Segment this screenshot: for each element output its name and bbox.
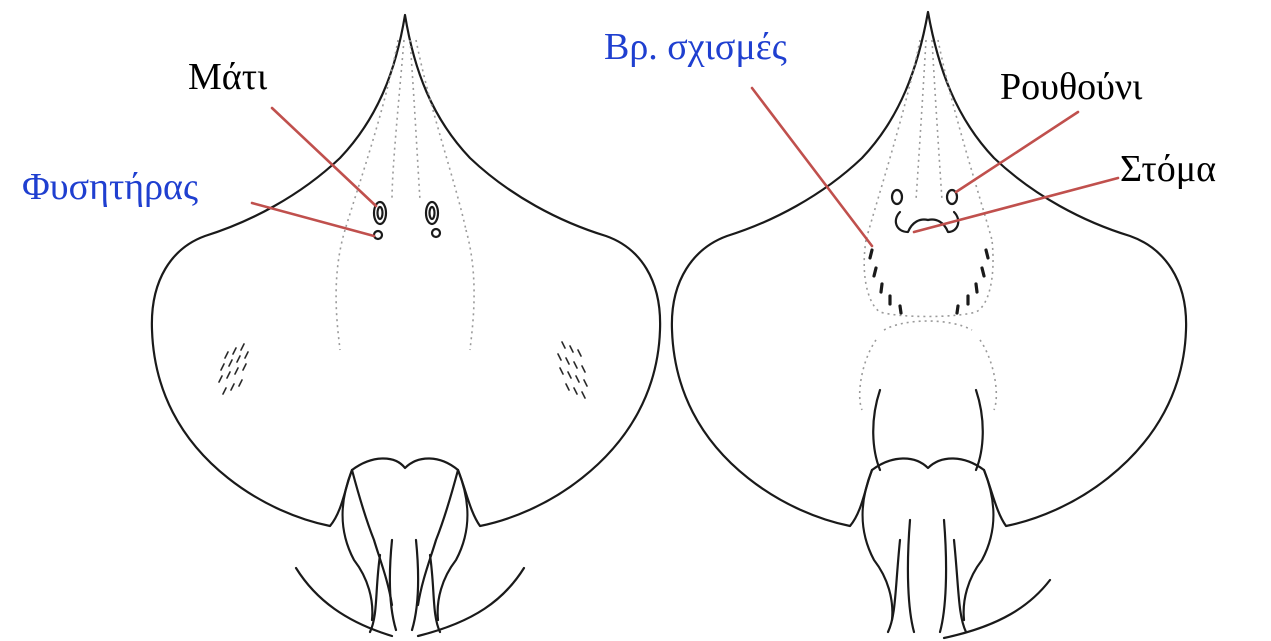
label-spiracle: Φυσητήρας: [22, 168, 198, 206]
left-ray-tail: [370, 540, 440, 632]
left-ray-eye-right-inner: [430, 207, 435, 219]
label-nostril: Ρουθούνι: [1000, 68, 1142, 106]
right-ray-right-pelvic-fin: [964, 470, 994, 620]
left-ray-thorn-patch-right: [558, 342, 587, 398]
spiracle-pointer-line: [252, 203, 374, 236]
left-ray-dotted-lines: [336, 40, 474, 350]
right-ray-left-pelvic-fin: [863, 470, 893, 620]
right-ray-nostril-left: [892, 190, 902, 204]
left-ray-spiracle-left: [374, 231, 382, 239]
mouth-pointer-line: [914, 178, 1118, 232]
label-mouth: Στόμα: [1120, 150, 1216, 188]
label-gill-slits: Βρ. σχισμές: [604, 28, 787, 66]
right-ray-dotted-lines: [860, 40, 997, 410]
right-ray-abdomen: [873, 390, 983, 470]
left-ray-spiracle-right: [432, 229, 440, 237]
eye-pointer-line: [272, 108, 376, 206]
left-ray-trailing-filament: [296, 568, 524, 636]
gill-slits-pointer-line: [752, 88, 872, 246]
nostril-pointer-line: [956, 112, 1078, 192]
left-ray-left-pelvic-fin: [343, 470, 393, 620]
right-ray-tail: [888, 520, 966, 632]
left-ray-dorsal-view: [152, 15, 660, 636]
left-ray-eye-left-inner: [378, 207, 383, 219]
right-ray-gill-slits: [870, 250, 988, 313]
label-eye: Μάτι: [188, 58, 267, 96]
left-ray-eye-right: [426, 202, 438, 224]
left-ray-thorn-patch-left: [219, 344, 248, 394]
left-ray-right-pelvic-fin: [418, 470, 468, 620]
